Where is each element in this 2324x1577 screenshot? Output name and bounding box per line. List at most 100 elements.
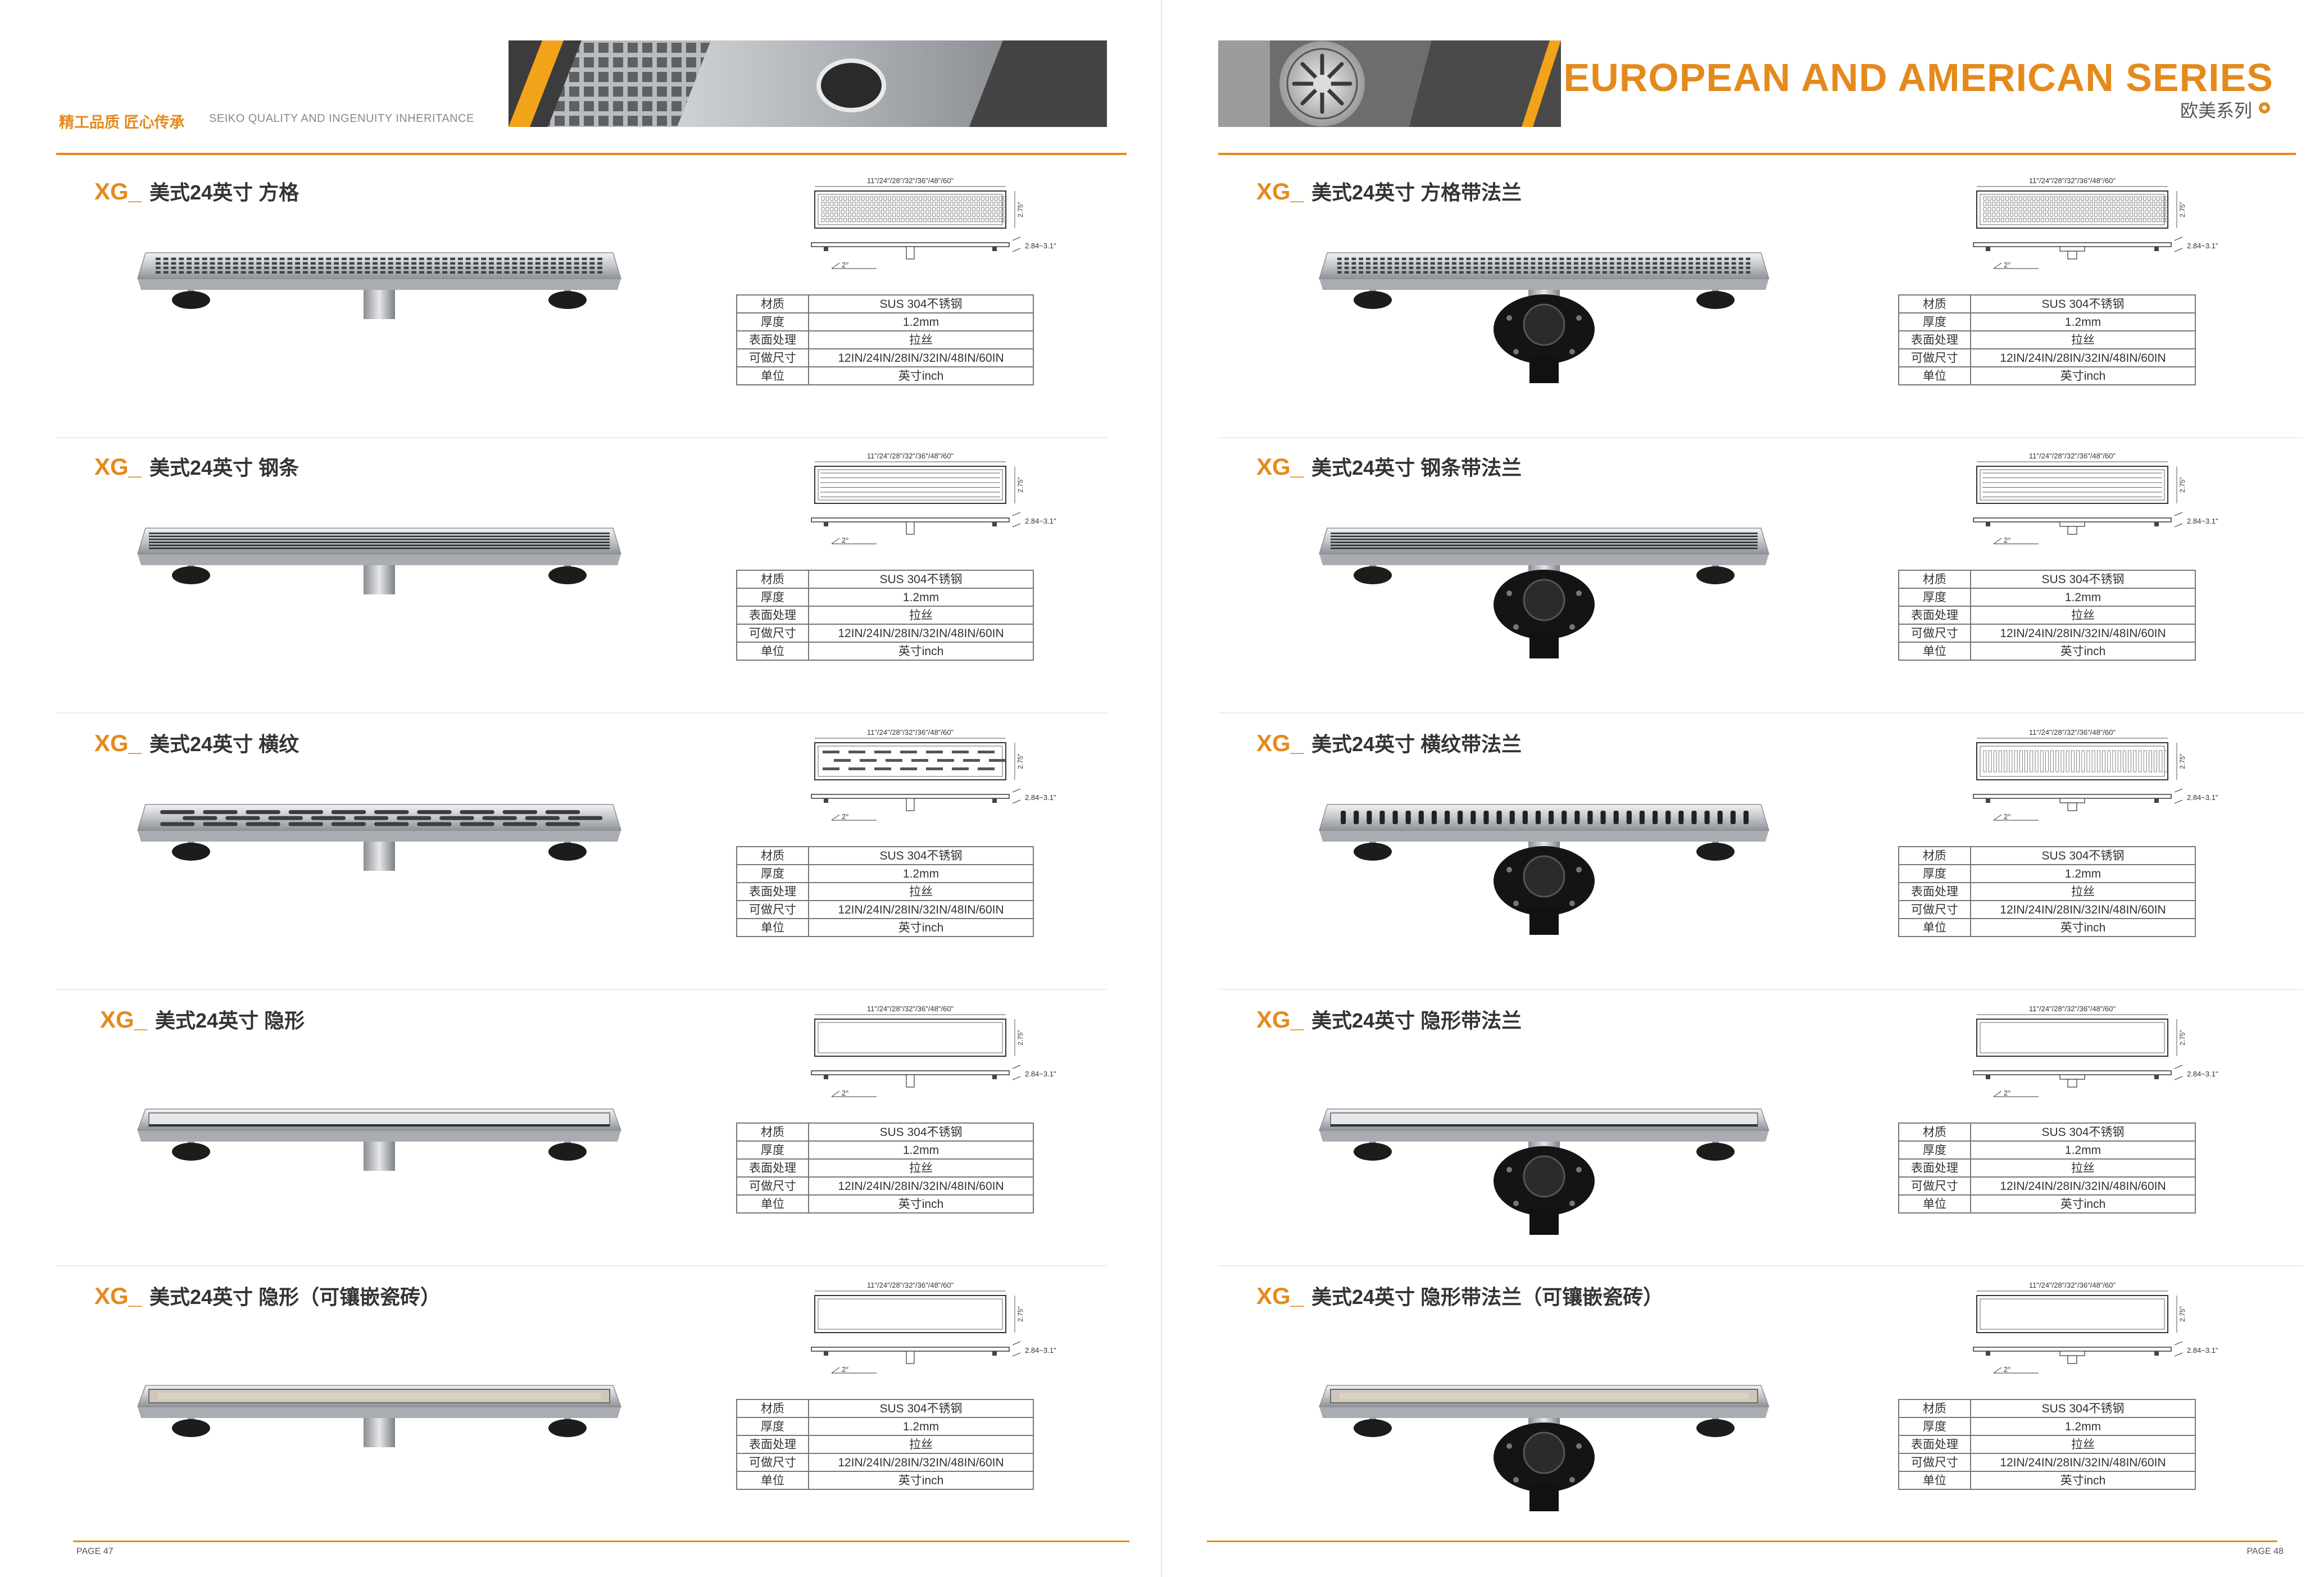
dimension-tick: [2174, 237, 2183, 241]
grate-hole: [520, 271, 525, 274]
drawing-hole: [2134, 218, 2138, 222]
grate-slot: [439, 816, 474, 820]
grate-hole: [1703, 271, 1708, 274]
leveling-foot: [1354, 566, 1392, 584]
drawing-hole: [848, 212, 851, 217]
top-view-inner: [818, 469, 1003, 501]
grate-hole: [1473, 257, 1478, 260]
grate-hole: [396, 257, 401, 260]
width-dimension: 2.75": [1016, 477, 1024, 493]
grate-hole: [1531, 257, 1536, 260]
grate-bar-gap: [149, 533, 610, 534]
dimension-tick: [1012, 799, 1021, 804]
drawing-hole: [998, 207, 1002, 212]
grate-hole: [559, 257, 564, 260]
grate-hole: [1409, 262, 1414, 265]
drawing-hole: [852, 218, 856, 222]
side-view-foot: [1986, 1351, 1990, 1356]
spec-value: 12IN/24IN/28IN/32IN/48IN/60IN: [808, 624, 1034, 643]
grate-hole: [411, 257, 416, 260]
drawing-slot: [2096, 750, 2100, 772]
side-view-flange: [2059, 1074, 2085, 1080]
spec-value: 英寸inch: [808, 642, 1034, 661]
grate-hole: [1473, 262, 1478, 265]
grate-hole: [373, 271, 378, 274]
drawing-hole: [2054, 202, 2058, 206]
left-page: 精工品质 匠心传承 SEIKO QUALITY AND INGENUITY IN…: [56, 40, 1129, 1556]
grate-hole: [403, 271, 409, 274]
side-view-outlet: [2067, 526, 2077, 535]
grate-hole: [179, 257, 184, 260]
drain-side: [1319, 1130, 1769, 1142]
drawing-hole: [865, 212, 869, 217]
grate-slot: [1678, 811, 1684, 824]
grate-slot: [502, 822, 538, 826]
drawing-hole: [963, 196, 967, 201]
drawing-hole: [2156, 196, 2160, 201]
slope-label: 2°: [2004, 536, 2010, 544]
drawing-hole: [2058, 202, 2062, 206]
drawing-hole: [892, 207, 896, 212]
grate-hole: [457, 257, 463, 260]
length-dimension: 11"/24"/28"/32"/36"/48"/60": [2029, 728, 2116, 737]
width-dimension: 2.75": [2178, 477, 2186, 493]
drawing-hole: [2134, 196, 2138, 201]
drawing-hole: [2151, 218, 2155, 222]
grate-hole: [442, 262, 448, 265]
drawing-hole: [989, 202, 993, 206]
drawing-hole: [901, 207, 905, 212]
drawing-hole: [821, 196, 825, 201]
drawing-slot: [900, 767, 917, 770]
grate-hole: [1416, 262, 1421, 265]
drawing-hole: [1992, 196, 1996, 201]
drawing-hole: [919, 212, 923, 217]
drawing-hole: [910, 202, 914, 206]
grate-hole: [1653, 262, 1658, 265]
drawing-hole: [825, 196, 829, 201]
dimension-tick: [1012, 237, 1021, 241]
grate-hole: [1380, 257, 1385, 260]
drawing-hole: [950, 207, 954, 212]
slope-label: 2°: [2004, 812, 2010, 821]
spec-value: 12IN/24IN/28IN/32IN/48IN/60IN: [808, 900, 1034, 919]
grate-hole: [187, 266, 192, 269]
drain-photo: [1318, 528, 1770, 658]
product-name: 美式24英寸 钢条: [149, 456, 299, 479]
drawing-hole: [985, 218, 989, 222]
top-view-inner: [818, 1298, 1003, 1330]
side-view-flange: [2059, 798, 2085, 803]
grate-hole: [1344, 262, 1349, 265]
flange-screw: [1513, 901, 1519, 906]
grate-hole: [489, 262, 494, 265]
side-view-outline: [811, 1070, 1010, 1075]
drawing-hole: [2050, 207, 2053, 212]
drawing-hole: [2151, 202, 2155, 206]
grate-hole: [1380, 262, 1385, 265]
page-number: PAGE 48: [2246, 1547, 2284, 1556]
drawing-hole: [2107, 207, 2111, 212]
drain-photo: [137, 1385, 622, 1447]
grate-hole: [1653, 257, 1658, 260]
grate-hole: [271, 266, 277, 269]
dimension-tick: [1012, 523, 1021, 528]
flange-screw: [1513, 349, 1519, 355]
spec-label: 材质: [1898, 1399, 1971, 1418]
drawing-hole: [2018, 212, 2022, 217]
grate-hole: [1674, 271, 1679, 274]
drawing-hole: [905, 196, 909, 201]
grate-hole: [373, 257, 378, 260]
spec-value: 12IN/24IN/28IN/32IN/48IN/60IN: [1970, 1453, 2196, 1472]
grate-hole: [171, 266, 176, 269]
drawing-hole: [879, 218, 883, 222]
drawing-slot: [2076, 750, 2080, 772]
drawing-hole: [2010, 207, 2013, 212]
grate-hole: [156, 262, 161, 265]
drawing-hole: [861, 202, 865, 206]
grate-hole: [256, 262, 262, 265]
flange-ring: [1523, 855, 1565, 898]
drawing-hole: [896, 202, 900, 206]
slope-line: [831, 814, 840, 821]
drawing-slot: [952, 767, 969, 770]
side-view-foot: [992, 1351, 997, 1356]
dimension-tick: [2174, 788, 2183, 793]
